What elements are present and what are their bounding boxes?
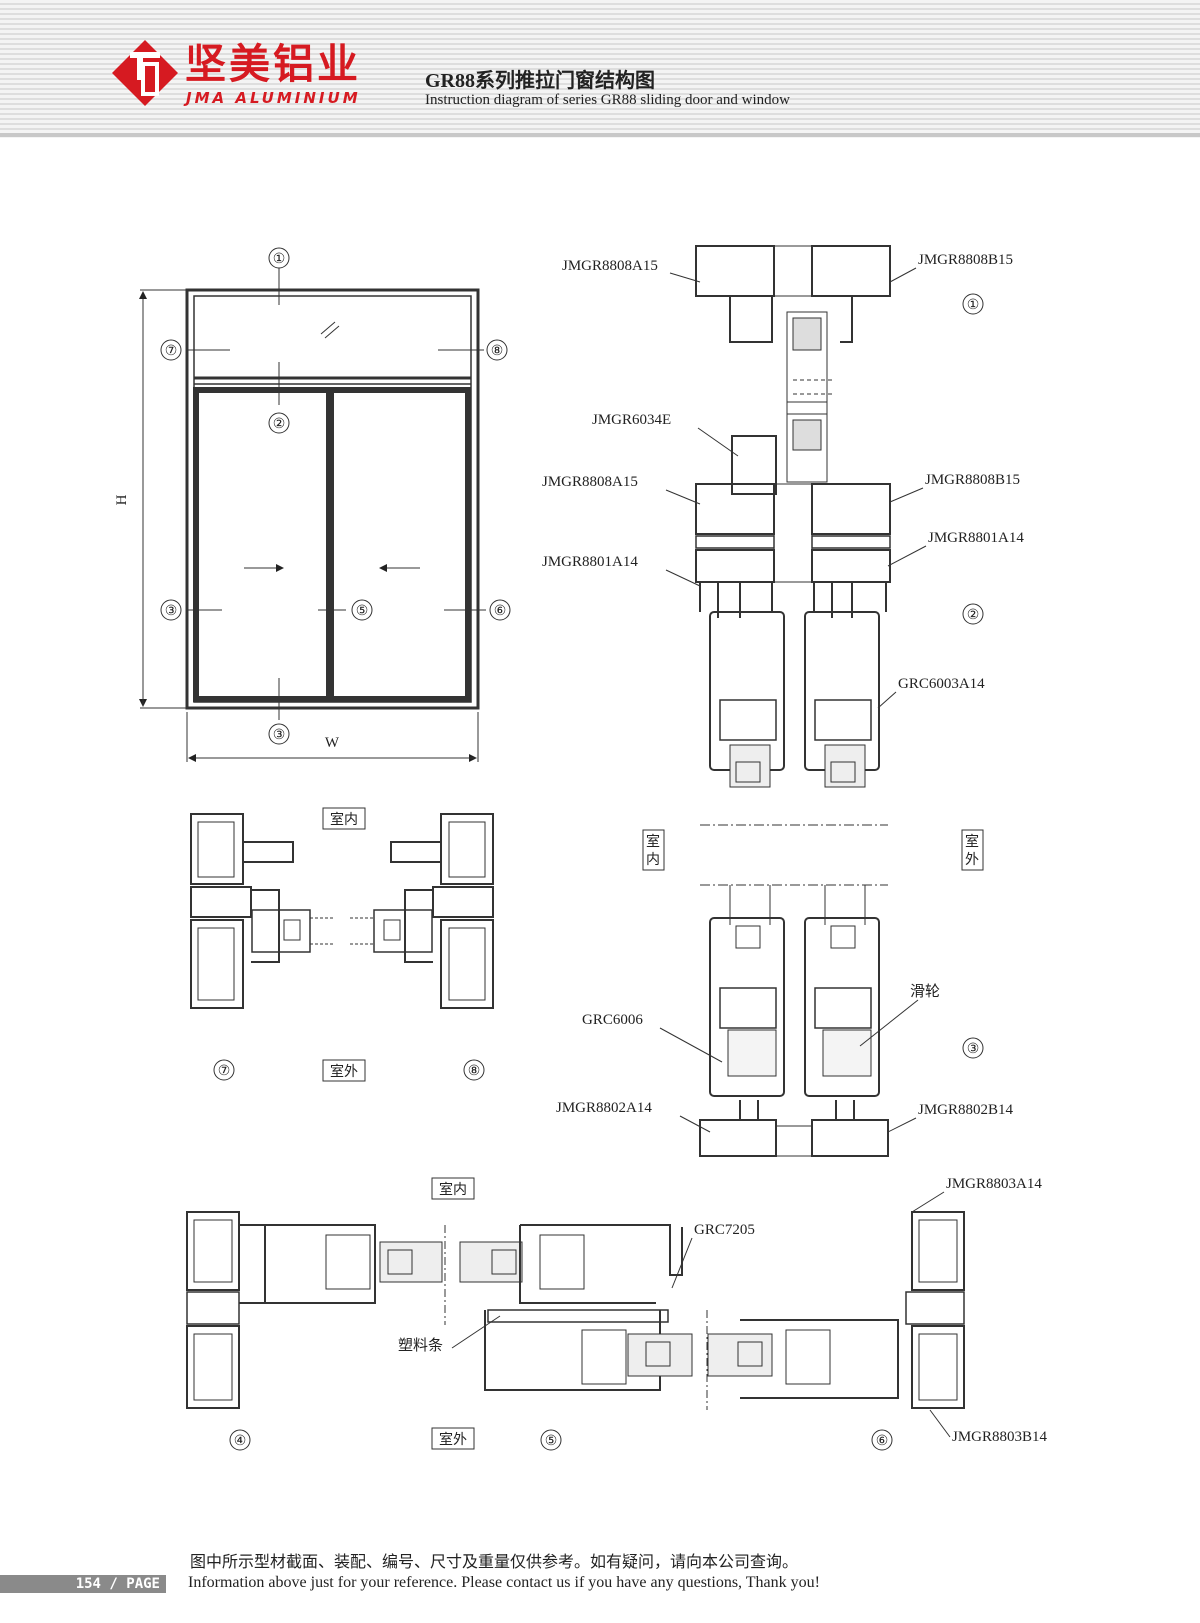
vs-outdoor-2: 外: [965, 852, 979, 868]
brand-name-en: JMA ALUMINIUM: [186, 89, 361, 107]
label-sash: GRC6003A14: [898, 676, 985, 692]
label-top-right: JMGR8808B15: [918, 252, 1013, 268]
side-outdoor-label: 室外: [330, 1063, 358, 1080]
hs-indoor-label: 室内: [439, 1181, 467, 1198]
vs-marker-3: ③: [967, 1042, 980, 1057]
vs-indoor-1: 室: [646, 833, 660, 850]
marker-5: ⑤: [356, 604, 369, 619]
marker-3-elev: ③: [273, 728, 286, 743]
dim-h-label: H: [114, 494, 130, 505]
jma-logo-icon: [112, 40, 178, 106]
side-section-7: [190, 813, 334, 1009]
label-plastic-strip: 塑料条: [398, 1337, 443, 1354]
hs-marker-5: ⑤: [545, 1434, 558, 1449]
marker-6: ⑥: [494, 604, 507, 619]
dim-w-label: W: [325, 735, 340, 751]
page-number-badge: 154 / PAGE: [0, 1575, 166, 1593]
label-frame-left: JMGR8801A14: [542, 554, 638, 570]
document-title-cn: GR88系列推拉门窗结构图: [425, 70, 655, 92]
marker-2: ②: [273, 417, 286, 432]
label-interlock: GRC7205: [694, 1222, 755, 1238]
vertical-section-profiles: [695, 245, 891, 1157]
vertical-section-labels: JMGR8808A15 JMGR8808B15 ① JMGR6034E JMGR…: [542, 252, 1024, 1133]
footer-note-en: Information above just for your referenc…: [188, 1574, 820, 1591]
horizontal-section-profiles: [186, 1211, 965, 1410]
label-right-top: JMGR8803A14: [946, 1176, 1042, 1192]
document-title-en: Instruction diagram of series GR88 slidi…: [425, 92, 790, 108]
horizontal-section-labels: 室内 室外 GRC7205 塑料条 JMGR8803A14 JMGR8803B1…: [229, 1176, 1048, 1451]
vs-marker-1: ①: [967, 298, 980, 313]
label-bottom-right: JMGR8802B14: [918, 1102, 1014, 1118]
label-transom-part: JMGR6034E: [592, 412, 671, 428]
header-rule: [0, 133, 1200, 137]
header-band: [0, 0, 1200, 138]
footer-note-cn: 图中所示型材截面、装配、编号、尺寸及重量仅供参考。如有疑问，请向本公司查询。: [190, 1552, 799, 1571]
side-marker-8: ⑧: [468, 1064, 481, 1079]
marker-8: ⑧: [491, 344, 504, 359]
window-elevation: [139, 258, 486, 762]
label-bottom-left: JMGR8802A14: [556, 1100, 652, 1116]
label-top-left: JMGR8808A15: [562, 258, 658, 274]
label-roller: 滑轮: [910, 983, 940, 1000]
brand-name-cn: 坚美铝业: [185, 40, 361, 88]
side-marker-7: ⑦: [218, 1064, 231, 1079]
elevation-markers: ① ② ③ ③ ⑤ ⑥ ⑦ ⑧ H W: [114, 247, 511, 751]
hs-outdoor-label: 室外: [439, 1431, 467, 1448]
side-section-labels: 室内 室外 ⑦ ⑧: [213, 807, 485, 1082]
label-mid-left: JMGR8808A15: [542, 474, 638, 490]
marker-7: ⑦: [165, 344, 178, 359]
side-indoor-label: 室内: [330, 811, 358, 828]
label-right-bottom: JMGR8803B14: [952, 1429, 1048, 1445]
hs-marker-6: ⑥: [876, 1434, 889, 1449]
label-frame-right: JMGR8801A14: [928, 530, 1024, 546]
side-section-8: [350, 813, 494, 1009]
hs-marker-4: ④: [234, 1434, 247, 1449]
vs-outdoor-1: 室: [965, 833, 979, 850]
vs-marker-2: ②: [967, 608, 980, 623]
marker-1: ①: [273, 252, 286, 267]
label-mid-right: JMGR8808B15: [925, 472, 1020, 488]
vs-indoor-2: 内: [646, 852, 660, 868]
label-roller-part: GRC6006: [582, 1012, 643, 1028]
marker-3: ③: [165, 604, 178, 619]
